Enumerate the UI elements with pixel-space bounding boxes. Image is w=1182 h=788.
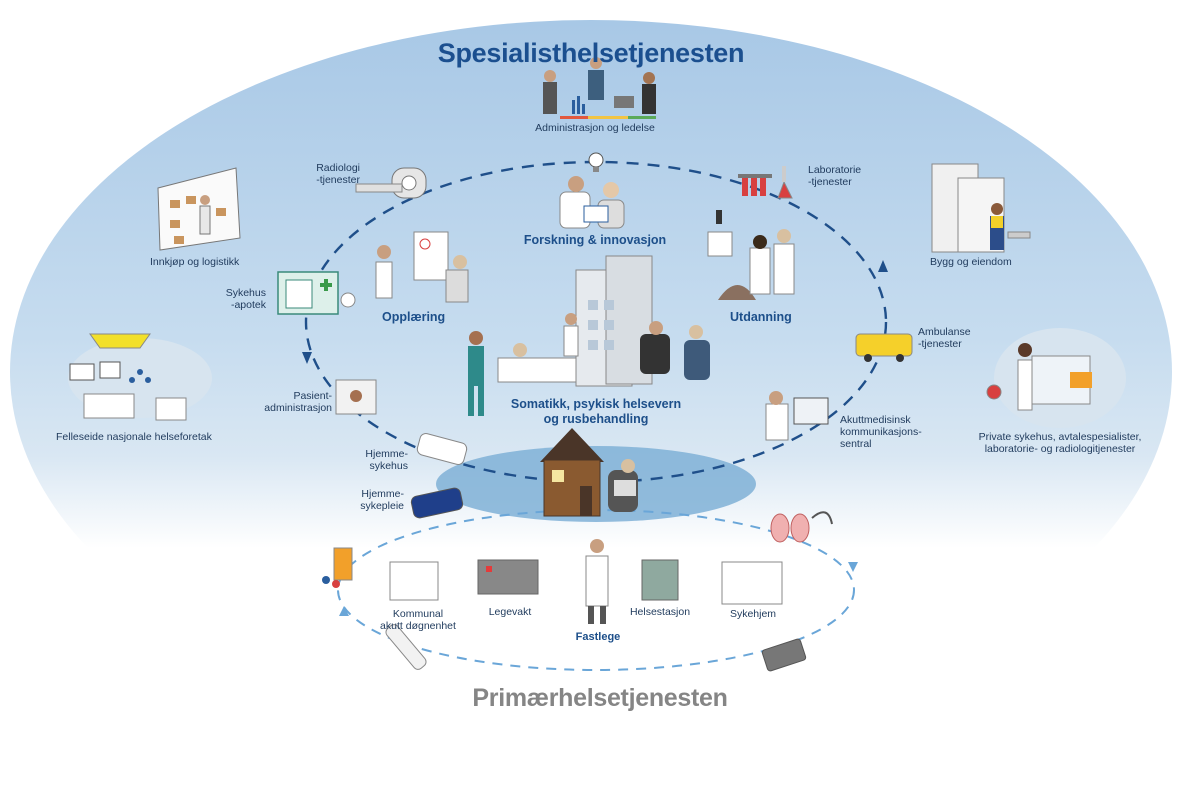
nursing-home-label: Sykehjem	[729, 608, 777, 620]
home-hospital-car	[416, 433, 468, 465]
home-nursing-car	[410, 487, 464, 519]
training-label: Opplæring	[382, 310, 446, 324]
patient-admin-illustration	[335, 379, 377, 415]
therapy-illustration	[640, 321, 710, 380]
research-label: Forskning & innovasjon	[523, 233, 667, 247]
health-station-illustration	[641, 559, 679, 601]
elderly-person-illustration	[608, 459, 638, 512]
research-illustration	[559, 176, 625, 229]
nursing-home-illustration	[721, 561, 783, 605]
pharmacy-illustration	[277, 271, 356, 315]
patient-admin-label: Pasient- administrasjon	[264, 390, 332, 414]
home-hospital-label: Hjemme- sykehus	[365, 448, 408, 472]
procurement-illustration	[157, 167, 241, 251]
administration-label: Administrasjon og ledelse	[535, 122, 655, 134]
training-illustration	[375, 231, 469, 303]
radiology-illustration	[355, 167, 427, 199]
arrow-left-down	[302, 352, 312, 364]
lungs-illustration	[770, 511, 833, 543]
house-illustration	[540, 428, 604, 517]
ambulance-label: Ambulanse -tjenester	[918, 326, 971, 350]
education-label: Utdanning	[730, 310, 792, 324]
health-station-label: Helsestasjon	[629, 606, 691, 618]
ambulance-illustration	[855, 333, 913, 362]
emergency-comm-illustration	[765, 391, 829, 441]
home-nursing-label: Hjemme- sykepleie	[360, 488, 404, 512]
arrow-lower-left	[339, 606, 349, 616]
radiology-label: Radiologi -tjenester	[316, 162, 360, 186]
buildings-label: Bygg og eiendom	[930, 256, 1012, 268]
primary-title: Primærhelsetjenesten	[472, 684, 728, 712]
wallet-illustration	[761, 638, 807, 672]
laboratory-illustration	[738, 166, 793, 199]
private-label: Private sykehus, avtalespesialister, lab…	[978, 431, 1142, 455]
gp-illustration	[585, 539, 609, 624]
medication-illustration	[322, 547, 353, 588]
arrow-lower-right	[848, 562, 858, 572]
private-illustration	[986, 328, 1126, 428]
somatic-label: Somatikk, psykisk helsevern og rusbehand…	[510, 397, 682, 426]
buildings-illustration	[931, 163, 1031, 253]
laboratory-label: Laboratorie -tjenester	[808, 164, 862, 188]
education-illustration	[707, 210, 795, 300]
specialist-title: Spesialisthelsetjenesten	[437, 38, 745, 68]
arrow-right-up	[878, 260, 888, 272]
joint-enterprises-label: Felleseide nasjonale helseforetak	[56, 431, 212, 443]
joint-enterprises-illustration	[68, 333, 212, 421]
pharmacy-label: Sykehus -apotek	[225, 287, 266, 311]
lightbulb-icon	[588, 152, 604, 172]
administration-illustration	[543, 57, 656, 119]
gp-label: Fastlege	[575, 631, 621, 643]
thermometer-illustration	[385, 624, 427, 670]
emergency-room-label: Legevakt	[488, 606, 532, 618]
emergency-comm-label: Akuttmedisinsk kommunikasjons- sentral	[840, 414, 922, 450]
emergency-room-illustration	[477, 559, 539, 595]
patient-bed-illustration	[468, 313, 579, 416]
municipal-acute-illustration	[389, 561, 439, 601]
municipal-acute-label: Kommunal akutt døgnenhet	[380, 608, 456, 632]
procurement-label: Innkjøp og logistikk	[150, 256, 240, 268]
